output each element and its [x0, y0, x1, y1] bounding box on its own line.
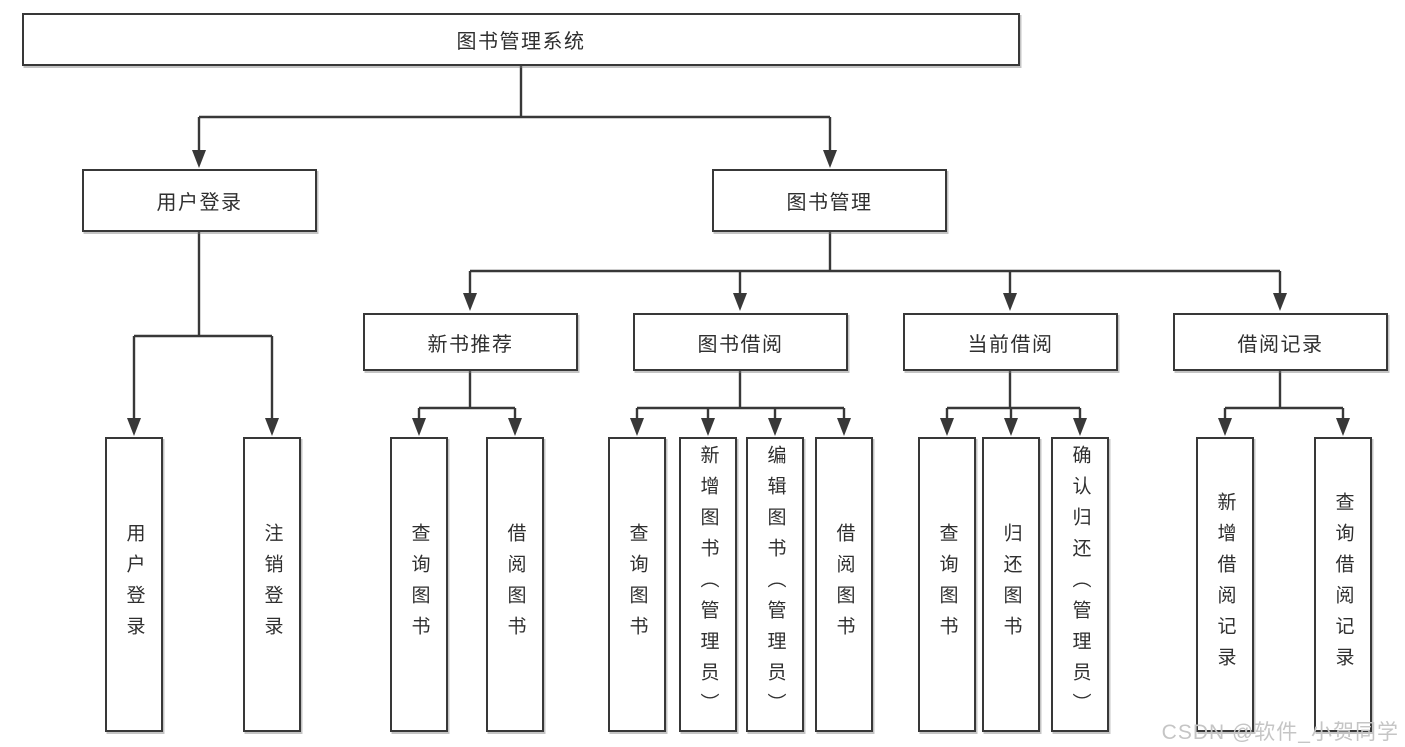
node-bb-query-books: 查询图书 — [608, 437, 666, 732]
node-br-query-record: 查询借阅记录 — [1314, 437, 1372, 732]
node-label: 图书管理 — [786, 192, 873, 214]
node-label: 查询图书 — [408, 522, 430, 647]
node-root-library-system: 图书管理系统 — [22, 13, 1020, 66]
arrowheads — [127, 150, 1350, 436]
node-leaf-user-login: 用户登录 — [105, 437, 163, 732]
node-cb-query-books: 查询图书 — [918, 437, 976, 732]
node-cb-return-books: 归还图书 — [982, 437, 1040, 732]
node-label: 新书推荐 — [427, 333, 514, 356]
node-user-login: 用户登录 — [82, 169, 317, 232]
node-label: 查询图书 — [626, 522, 648, 647]
node-label: 用户登录 — [123, 522, 145, 647]
node-nb-borrow-books: 借阅图书 — [486, 437, 544, 732]
node-label: 注销登录 — [261, 522, 283, 647]
node-leaf-logout: 注销登录 — [243, 437, 301, 732]
node-bb-edit-books-admin: 编辑图书（管理员） — [746, 437, 804, 732]
node-borrow-records: 借阅记录 — [1173, 313, 1388, 371]
node-nb-query-books: 查询图书 — [390, 437, 448, 732]
node-new-book-recommend: 新书推荐 — [363, 313, 578, 371]
node-label: 查询图书 — [936, 522, 958, 647]
node-label: 新增借阅记录 — [1214, 491, 1236, 678]
node-label: 查询借阅记录 — [1332, 491, 1354, 678]
csdn-watermark: CSDN @软件_小贺同学 — [1161, 721, 1399, 744]
node-br-add-record: 新增借阅记录 — [1196, 437, 1254, 732]
node-bb-borrow-books: 借阅图书 — [815, 437, 873, 732]
node-current-borrowing: 当前借阅 — [903, 313, 1118, 371]
node-label: 新增图书（管理员） — [697, 445, 719, 724]
node-label: 借阅图书 — [833, 522, 855, 647]
node-label: 归还图书 — [1000, 522, 1022, 647]
node-label: 图书借阅 — [697, 333, 784, 356]
node-label: 编辑图书（管理员） — [764, 445, 786, 724]
node-book-management: 图书管理 — [712, 169, 947, 232]
node-book-borrowing: 图书借阅 — [633, 313, 848, 371]
node-label: 借阅记录 — [1237, 333, 1324, 356]
node-label: 确认归还（管理员） — [1069, 445, 1091, 724]
node-label: 当前借阅 — [967, 333, 1054, 356]
node-label: 用户登录 — [156, 192, 243, 214]
node-cb-confirm-return-admin: 确认归还（管理员） — [1051, 437, 1109, 732]
node-bb-add-books-admin: 新增图书（管理员） — [679, 437, 737, 732]
node-label: 借阅图书 — [504, 522, 526, 647]
node-label: 图书管理系统 — [456, 31, 586, 53]
